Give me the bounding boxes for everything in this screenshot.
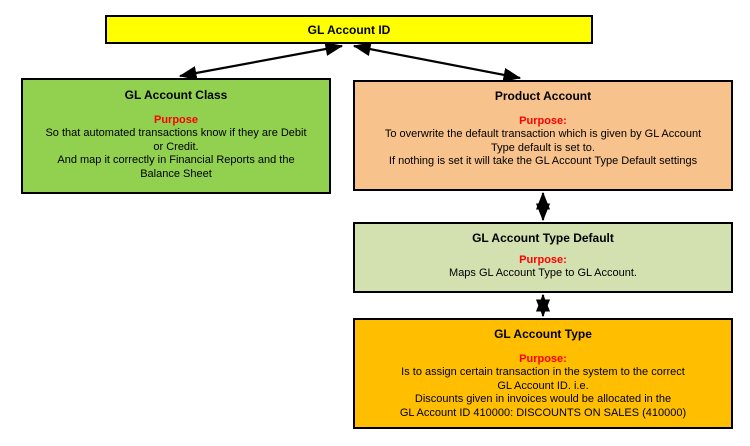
body-line: GL Account ID. i.e. (497, 379, 589, 392)
node-gl-account-class-body: So that automated transactions know if t… (23, 127, 329, 181)
node-product-account-body: To overwrite the default transaction whi… (355, 128, 731, 169)
node-gl-account-type-default-purpose-label: Purpose: (519, 254, 567, 266)
body-line: or Credit. (153, 140, 199, 153)
node-gl-account-type-body: Is to assign certain transaction in the … (355, 366, 731, 420)
node-gl-account-type-default[interactable]: GL Account Type Default Purpose: Maps GL… (353, 222, 733, 293)
body-line: GL Account ID 410000: DISCOUNTS ON SALES… (399, 406, 687, 419)
body-line: If nothing is set it will take the GL Ac… (388, 155, 698, 167)
body-line: Type default is set to. (491, 141, 595, 154)
body-line: So that automated transactions know if t… (45, 127, 307, 139)
spacer (355, 341, 731, 353)
arrow-gl-account-id-to-product-account (352, 42, 522, 82)
arrow-gl-account-id-to-gl-account-class (178, 42, 344, 80)
body-line: Maps GL Account Type to GL Account. (449, 267, 637, 279)
node-product-account-title: Product Account (494, 89, 592, 103)
node-product-account-purpose-label: Purpose: (519, 115, 567, 127)
body-line: To overwrite the default transaction whi… (384, 128, 702, 140)
body-line: And map it correctly in Financial Report… (57, 154, 295, 166)
node-gl-account-id[interactable]: GL Account ID (105, 15, 593, 44)
body-line: Is to assign certain transaction in the … (401, 366, 685, 378)
node-gl-account-class[interactable]: GL Account Class Purpose So that automat… (21, 78, 331, 194)
body-line: Balance Sheet (140, 167, 212, 180)
spacer (355, 245, 731, 254)
spacer (355, 103, 731, 115)
node-gl-account-type-default-body: Maps GL Account Type to GL Account. (355, 267, 731, 281)
node-gl-account-class-title: GL Account Class (124, 88, 228, 102)
node-gl-account-id-title: GL Account ID (307, 22, 391, 37)
node-gl-account-type[interactable]: GL Account Type Purpose: Is to assign ce… (353, 318, 733, 429)
node-gl-account-type-title: GL Account Type (494, 327, 592, 341)
node-gl-account-class-purpose-label: Purpose (153, 114, 198, 126)
body-line: Discounts given in invoices would be all… (414, 393, 672, 405)
node-gl-account-type-default-title: GL Account Type Default (472, 231, 614, 245)
spacer (23, 102, 329, 114)
node-product-account[interactable]: Product Account Purpose: To overwrite th… (353, 80, 733, 191)
node-gl-account-type-purpose-label: Purpose: (519, 353, 567, 365)
